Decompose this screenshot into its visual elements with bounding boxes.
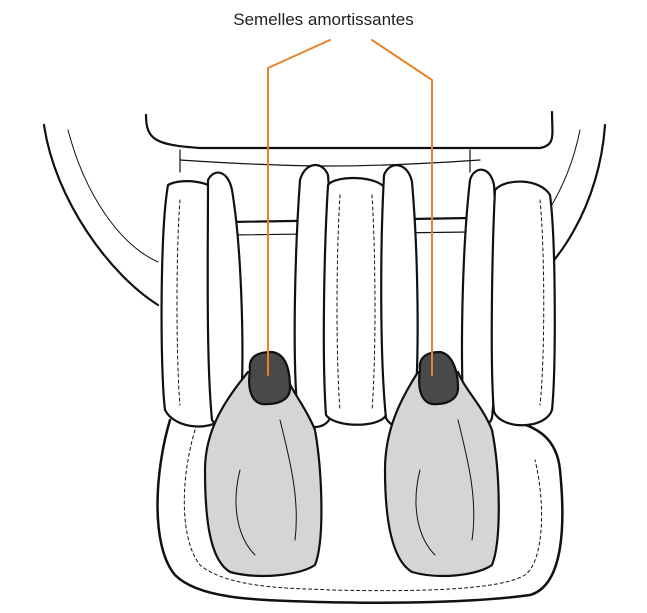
outer-frame-left-inner xyxy=(68,130,158,262)
center-pad xyxy=(324,178,389,425)
right-heel-cap xyxy=(419,352,458,404)
outer-frame-left xyxy=(44,125,158,305)
seat-edge xyxy=(146,112,552,148)
seat-rim xyxy=(180,160,480,166)
right-outer-pad xyxy=(492,182,555,426)
left-heel-cap xyxy=(249,352,290,404)
